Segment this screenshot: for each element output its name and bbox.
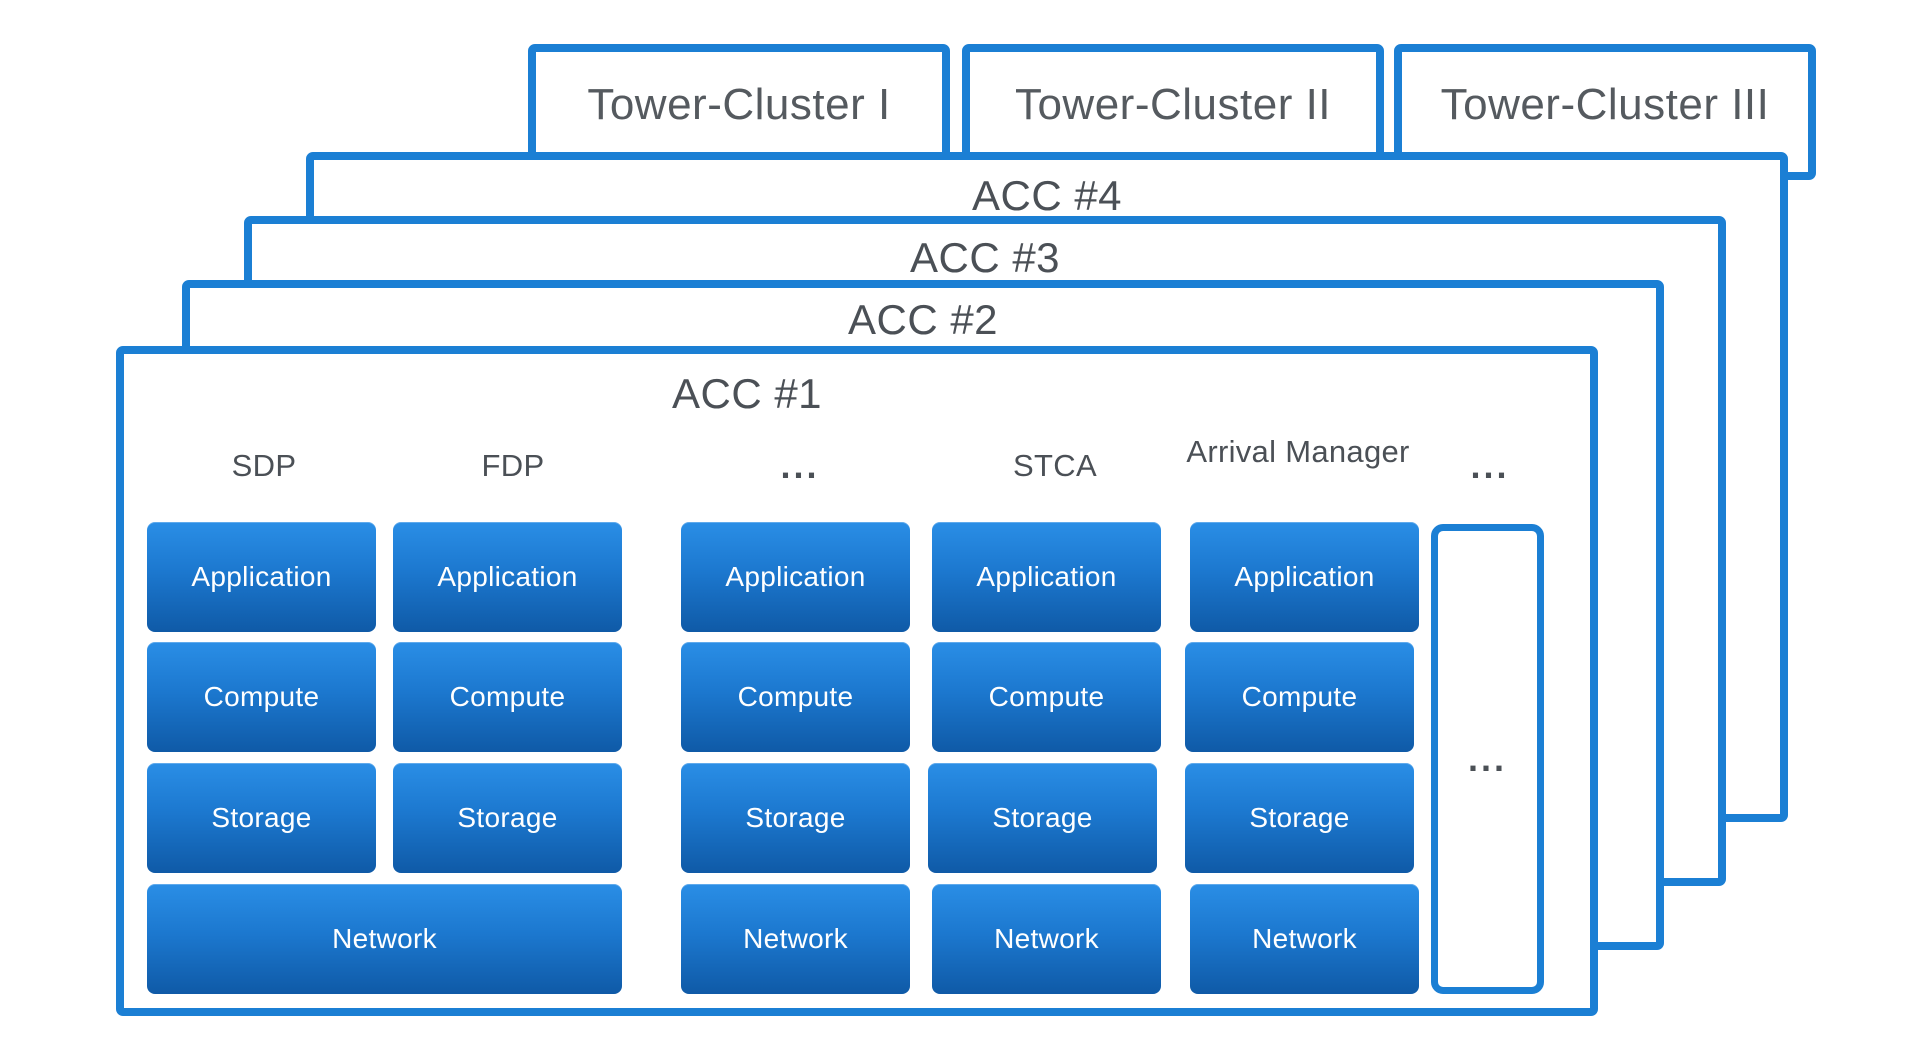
arrival-manager-application-block: Application: [1190, 522, 1419, 632]
tower-cluster-3-label: Tower-Cluster III: [1440, 80, 1770, 129]
stca-network-block: Network: [932, 884, 1161, 994]
arrival-manager-storage-block: Storage: [1185, 763, 1414, 873]
arrival-manager-network-block: Network: [1190, 884, 1419, 994]
sdp-fdp-network-block: Network: [147, 884, 622, 994]
more-columns-ellipsis: ...: [1467, 738, 1507, 779]
mid-network-block: Network: [681, 884, 910, 994]
column-header-stca: STCA: [1013, 448, 1097, 483]
mid-compute-block: Compute: [681, 642, 910, 752]
mid-storage-block: Storage: [681, 763, 910, 873]
column-header-fdp: FDP: [481, 448, 545, 483]
sdp-storage-block: Storage: [147, 763, 376, 873]
stca-application-block: Application: [932, 522, 1161, 632]
more-columns-box: ...: [1431, 524, 1544, 994]
stca-compute-block: Compute: [932, 642, 1161, 752]
fdp-compute-block: Compute: [393, 642, 622, 752]
acc-4-label: ACC #4: [971, 172, 1123, 219]
fdp-storage-block: Storage: [393, 763, 622, 873]
tower-cluster-1-label: Tower-Cluster I: [587, 80, 891, 129]
column-header-ellipsis: ...: [780, 445, 820, 486]
stca-storage-block: Storage: [928, 763, 1157, 873]
column-header-sdp: SDP: [231, 448, 297, 483]
sdp-application-block: Application: [147, 522, 376, 632]
acc-3-label: ACC #3: [909, 234, 1061, 281]
mid-application-block: Application: [681, 522, 910, 632]
tower-cluster-2-label: Tower-Cluster II: [1014, 80, 1332, 129]
fdp-application-block: Application: [393, 522, 622, 632]
column-header-ellipsis-2: ...: [1470, 445, 1510, 486]
column-header-arrival-manager: Arrival Manager: [1186, 434, 1410, 469]
sdp-compute-block: Compute: [147, 642, 376, 752]
acc-2-label: ACC #2: [847, 296, 999, 343]
acc-1-label: ACC #1: [671, 370, 823, 417]
arrival-manager-compute-block: Compute: [1185, 642, 1414, 752]
